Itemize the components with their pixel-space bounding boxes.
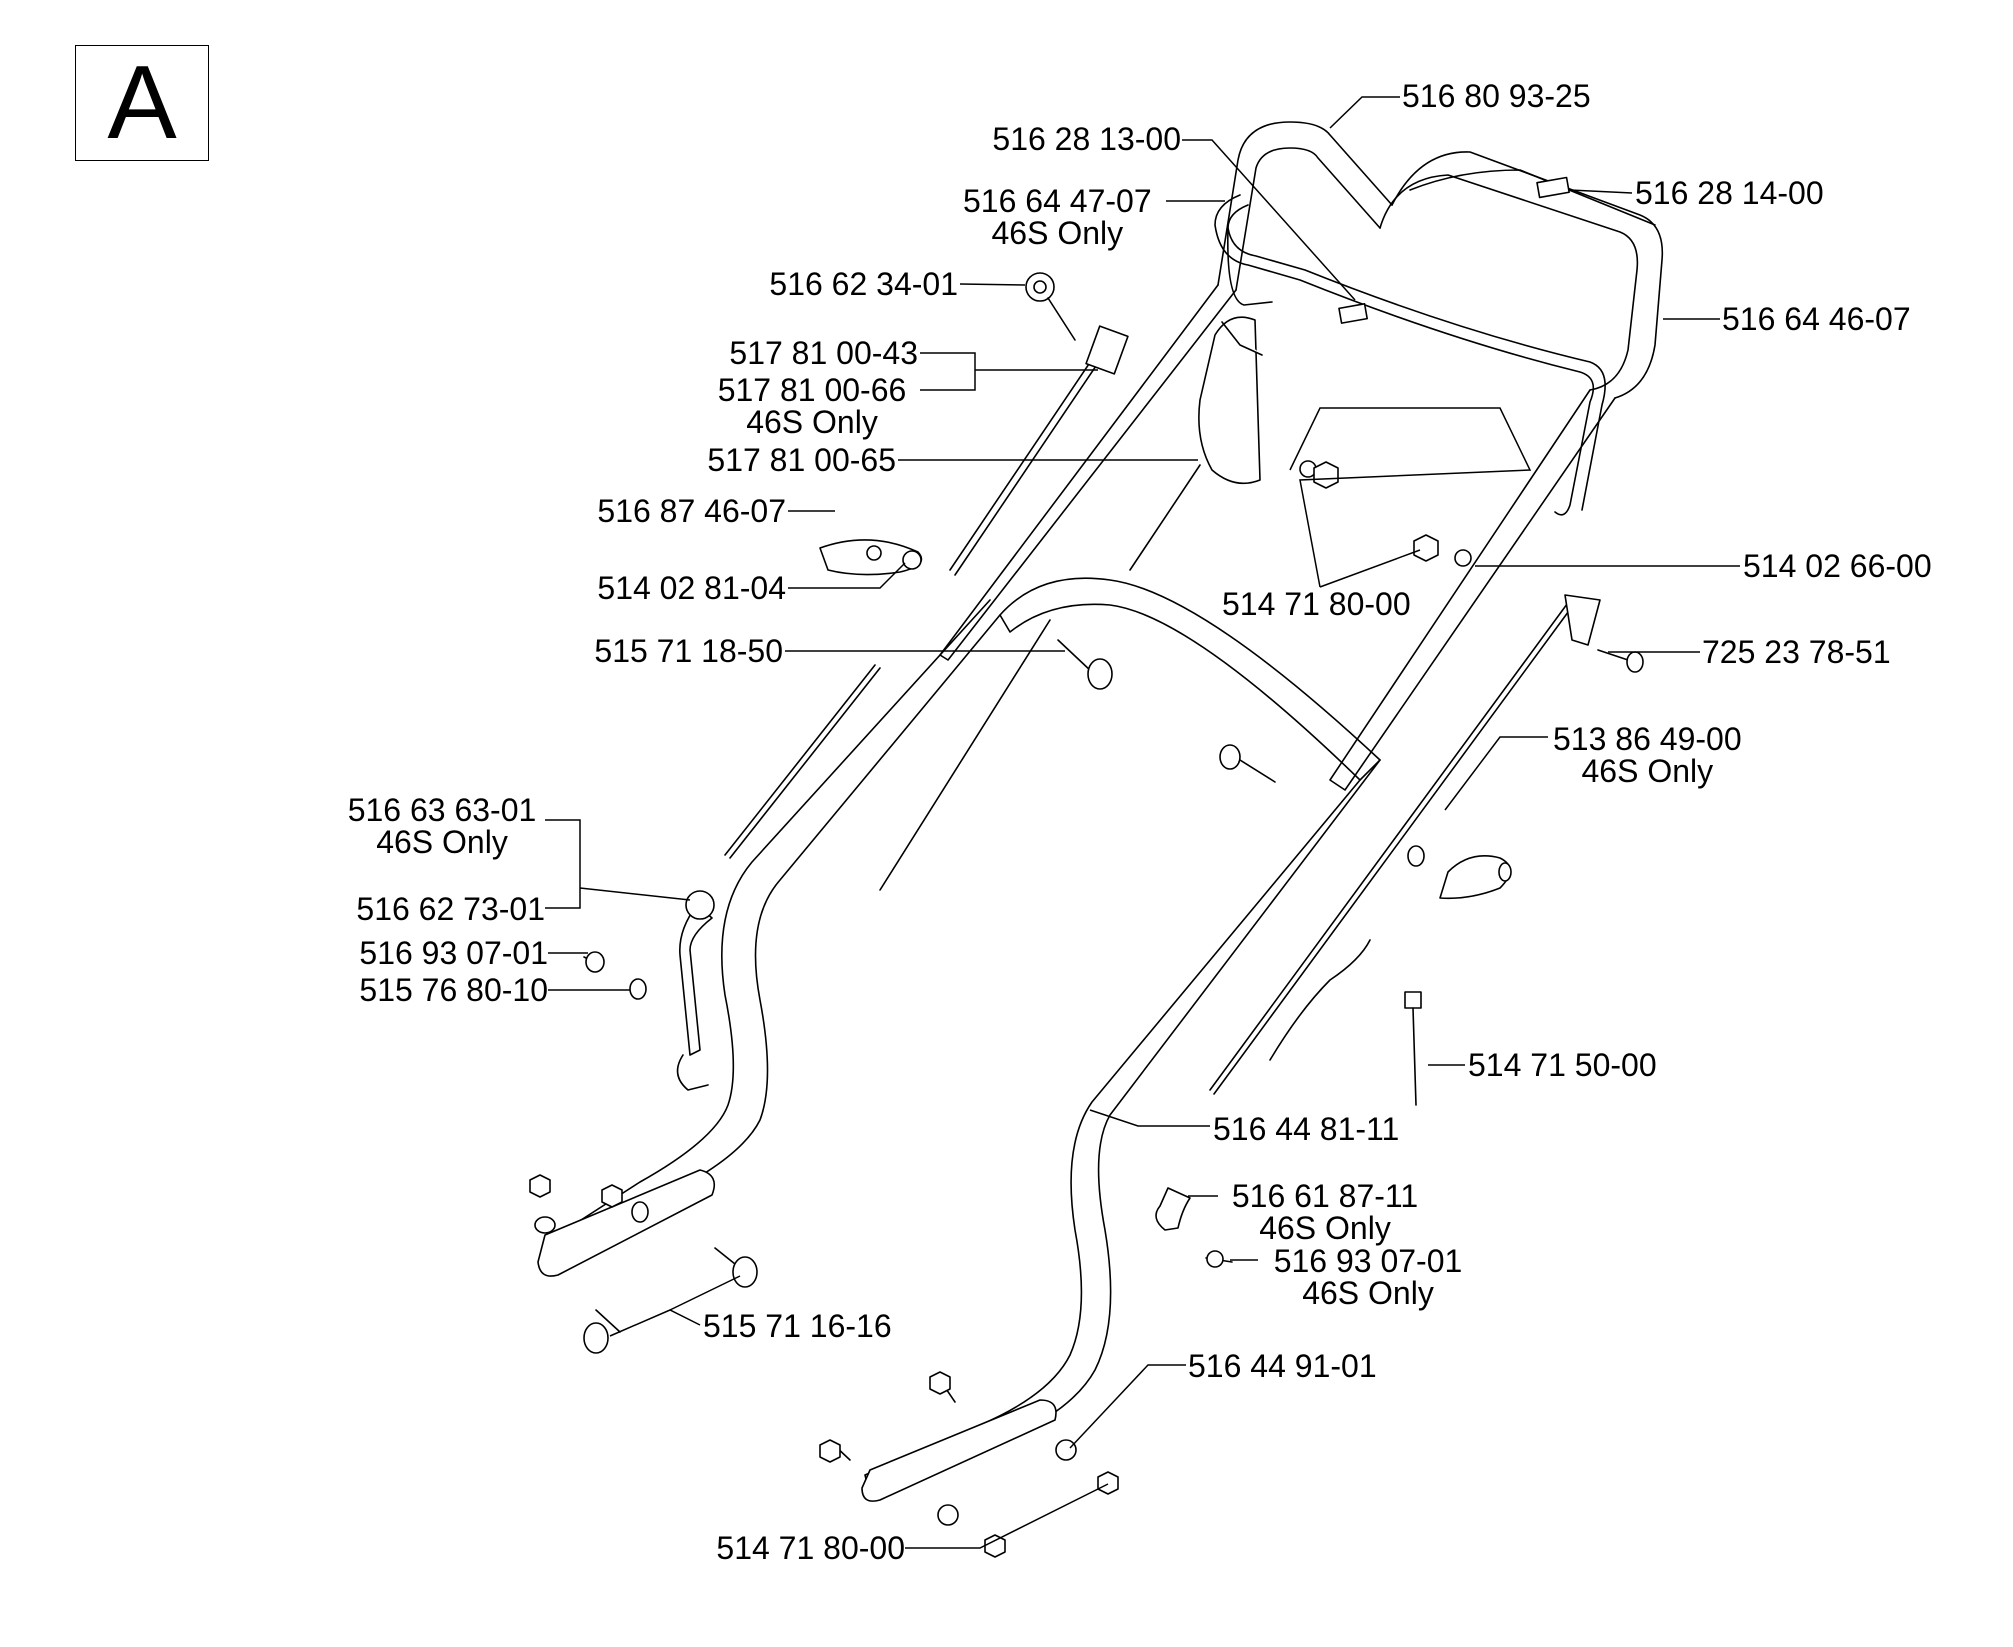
callout-516-93-07-01-right: 516 93 07-01 46S Only <box>1262 1245 1474 1309</box>
callout-516-62-73-01: 516 62 73-01 <box>356 893 545 925</box>
part-number: 514 71 80-00 <box>1222 586 1411 622</box>
part-number: 515 71 16-16 <box>703 1308 892 1344</box>
callout-517-81-00-66: 517 81 00-66 46S Only <box>703 374 921 438</box>
lower-handle-drawing <box>537 577 1381 1502</box>
part-number: 516 44 91-01 <box>1188 1348 1377 1384</box>
callout-516-63-63-01: 516 63 63-01 46S Only <box>342 794 542 858</box>
callout-516-44-91-01: 516 44 91-01 <box>1188 1350 1377 1382</box>
part-number: 516 64 47-07 <box>963 183 1152 219</box>
callout-514-71-50-00: 514 71 50-00 <box>1468 1049 1657 1081</box>
callout-516-80-93-25: 516 80 93-25 <box>1402 80 1591 112</box>
part-number: 516 62 73-01 <box>356 891 545 927</box>
section-letter: A <box>107 45 177 161</box>
part-number: 516 64 46-07 <box>1722 301 1911 337</box>
part-number: 516 63 63-01 <box>347 792 537 828</box>
part-number: 516 93 07-01 <box>359 935 548 971</box>
bail-wire-drawing <box>1214 176 1606 516</box>
callout-514-71-80-00-upper: 514 71 80-00 <box>1222 588 1411 620</box>
part-number: 515 71 18-50 <box>594 633 783 669</box>
part-number: 516 87 46-07 <box>597 493 786 529</box>
part-number: 514 02 81-04 <box>597 570 786 606</box>
part-number: 516 61 87-11 <box>1231 1178 1419 1214</box>
model-note: 46S Only <box>746 404 878 440</box>
part-number: 517 81 00-65 <box>707 442 896 478</box>
model-note: 46S Only <box>376 824 508 860</box>
callout-516-44-81-11: 516 44 81-11 <box>1213 1113 1399 1145</box>
callout-725-23-78-51: 725 23 78-51 <box>1702 636 1891 668</box>
callout-514-71-80-00-lower: 514 71 80-00 <box>716 1532 905 1564</box>
part-number: 516 28 14-00 <box>1635 175 1824 211</box>
part-number: 514 71 80-00 <box>716 1530 905 1566</box>
callout-516-61-87-11: 516 61 87-11 46S Only <box>1220 1180 1430 1244</box>
callout-516-62-34-01: 516 62 34-01 <box>769 268 958 300</box>
part-number: 725 23 78-51 <box>1702 634 1891 670</box>
part-number: 514 02 66-00 <box>1743 548 1932 584</box>
part-number: 517 81 00-66 <box>717 372 907 408</box>
callout-516-64-46-07: 516 64 46-07 <box>1722 303 1911 335</box>
throttle-lever-drawing <box>1085 316 1263 485</box>
part-number: 516 62 34-01 <box>769 266 958 302</box>
cables-drawing <box>724 354 1575 1095</box>
leader-lines <box>545 96 1740 1549</box>
part-number: 515 76 80-10 <box>359 972 548 1008</box>
callout-517-81-00-65: 517 81 00-65 <box>707 444 896 476</box>
callout-515-71-16-16: 515 71 16-16 <box>703 1310 892 1342</box>
model-note: 46S Only <box>1581 753 1714 789</box>
callout-514-02-81-04: 514 02 81-04 <box>597 572 786 604</box>
model-note: 46S Only <box>1259 1210 1391 1246</box>
model-note: 46S Only <box>991 215 1124 251</box>
callout-513-86-49-00: 513 86 49-00 46S Only <box>1553 723 1742 787</box>
model-note: 46S Only <box>1302 1275 1434 1311</box>
part-number: 516 93 07-01 <box>1273 1243 1463 1279</box>
part-number: 516 80 93-25 <box>1402 78 1591 114</box>
callout-516-28-14-00: 516 28 14-00 <box>1635 177 1824 209</box>
callout-516-28-13-00: 516 28 13-00 <box>992 123 1181 155</box>
callout-514-02-66-00: 514 02 66-00 <box>1743 550 1932 582</box>
part-number: 516 28 13-00 <box>992 121 1181 157</box>
callout-516-64-47-07: 516 64 47-07 46S Only <box>963 185 1152 249</box>
callout-515-76-80-10: 515 76 80-10 <box>359 974 548 1006</box>
upper-handle-drawing <box>939 121 1664 791</box>
part-number: 517 81 00-43 <box>729 335 918 371</box>
part-number: 516 44 81-11 <box>1213 1111 1400 1147</box>
section-letter-box: A <box>75 45 209 161</box>
callout-516-87-46-07: 516 87 46-07 <box>597 495 786 527</box>
callout-515-71-18-50: 515 71 18-50 <box>594 635 783 667</box>
part-number: 514 71 50-00 <box>1468 1047 1657 1083</box>
part-number: 513 86 49-00 <box>1553 721 1742 757</box>
callout-517-81-00-43: 517 81 00-43 <box>729 337 918 369</box>
hardware-drawing <box>529 272 1644 1558</box>
callout-516-93-07-01-left: 516 93 07-01 <box>359 937 548 969</box>
